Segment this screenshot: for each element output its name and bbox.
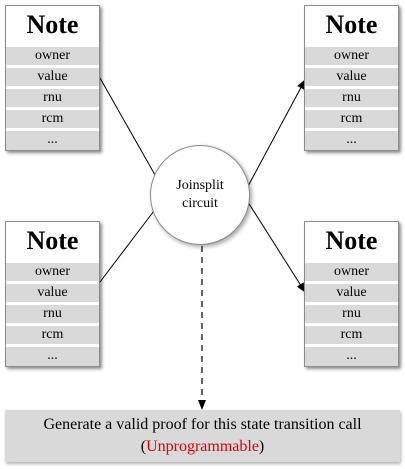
note-field-owner: owner [6,44,99,65]
unprogrammable-label: Unprogrammable [146,438,259,455]
open-paren: ( [140,438,147,455]
note-title: Note [6,222,99,260]
note-field-value: value [6,281,99,302]
note-field-rnu: rnu [305,86,398,107]
proof-text: Generate a valid proof for this state tr… [43,416,362,433]
note-field-rnu: rnu [6,86,99,107]
note-field-value: value [305,65,398,86]
note-field-more: ... [305,344,398,366]
arrow-top-left-to-circuit [99,77,164,190]
note-field-rnu: rnu [305,302,398,323]
note-field-rcm: rcm [305,107,398,128]
note-field-owner: owner [305,44,398,65]
arrow-circuit-to-top-right [245,79,306,191]
note-field-owner: owner [6,260,99,281]
note-title: Note [6,6,99,44]
note-title: Note [305,6,398,44]
proof-subtext: (Unprogrammable) [5,436,400,458]
note-box-bottom-right: Note owner value rnu rcm ... [304,221,399,367]
note-field-value: value [305,281,398,302]
note-box-top-right: Note owner value rnu rcm ... [304,5,399,151]
note-title: Note [305,222,398,260]
note-field-rcm: rcm [6,323,99,344]
note-field-owner: owner [305,260,398,281]
note-field-rcm: rcm [6,107,99,128]
note-field-rnu: rnu [6,302,99,323]
circuit-label-line1: Joinsplit [176,178,224,193]
note-box-top-left: Note owner value rnu rcm ... [5,5,100,151]
note-field-rcm: rcm [305,323,398,344]
note-field-value: value [6,65,99,86]
note-field-more: ... [6,128,99,150]
note-field-more: ... [6,344,99,366]
joinsplit-circuit-node: Joinsplit circuit [150,145,250,245]
close-paren: ) [258,438,265,455]
note-field-more: ... [305,128,398,150]
arrow-circuit-to-bottom-right [245,198,306,293]
proof-generation-box: Generate a valid proof for this state tr… [5,410,400,462]
circuit-label-line2: circuit [182,196,218,211]
note-box-bottom-left: Note owner value rnu rcm ... [5,221,100,367]
